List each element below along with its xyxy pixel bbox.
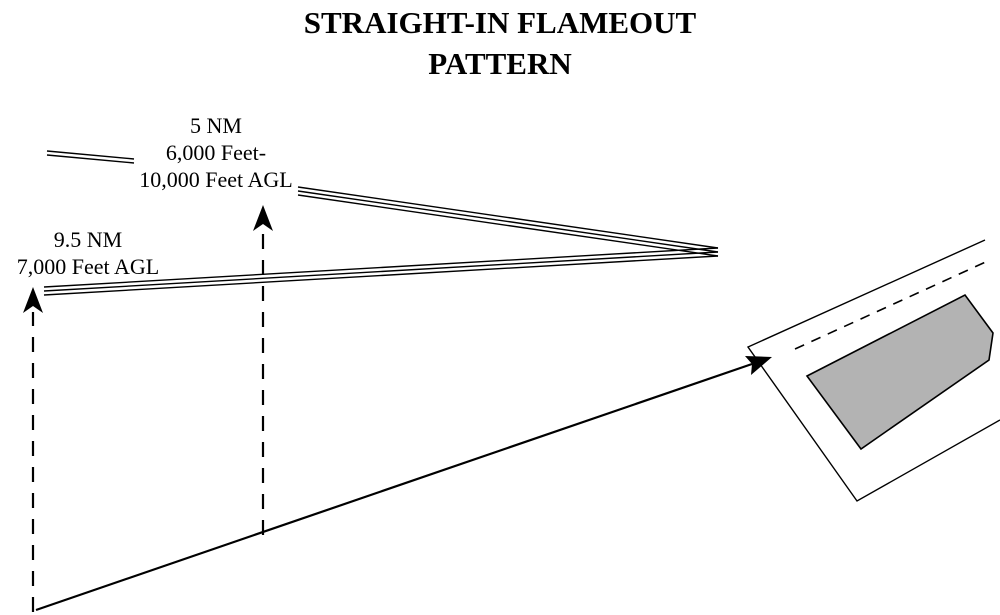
diagram-title-line-1: STRAIGHT-IN FLAMEOUT bbox=[303, 5, 697, 40]
label-9-5nm-altitude: 7,000 Feet AGL bbox=[16, 254, 160, 279]
arrowhead-icon bbox=[23, 287, 43, 313]
arrowhead-icon bbox=[253, 205, 273, 231]
runway-surface bbox=[805, 293, 994, 451]
label-9-5nm-distance: 9.5 NM bbox=[53, 227, 123, 252]
diagram-title-line-2: PATTERN bbox=[428, 46, 572, 81]
arrowhead-icon bbox=[745, 356, 772, 375]
runway bbox=[746, 239, 1000, 502]
label-5nm: 5 NM 6,000 Feet- 10,000 Feet AGL bbox=[131, 112, 301, 193]
ground-track-arrow bbox=[35, 356, 772, 612]
label-5nm-distance: 5 NM bbox=[190, 113, 242, 138]
label-5nm-altitude-high: 10,000 Feet AGL bbox=[139, 167, 293, 192]
label-5nm-altitude-low: 6,000 Feet- bbox=[165, 140, 267, 165]
label-9-5nm: 9.5 NM 7,000 Feet AGL bbox=[0, 226, 176, 280]
altitude-arrow-5nm bbox=[253, 205, 273, 535]
upper-flight-path bbox=[46, 150, 719, 257]
runway-outline bbox=[746, 239, 1000, 502]
lower-flight-path bbox=[43, 247, 719, 296]
altitude-arrow-9-5nm bbox=[23, 287, 43, 612]
